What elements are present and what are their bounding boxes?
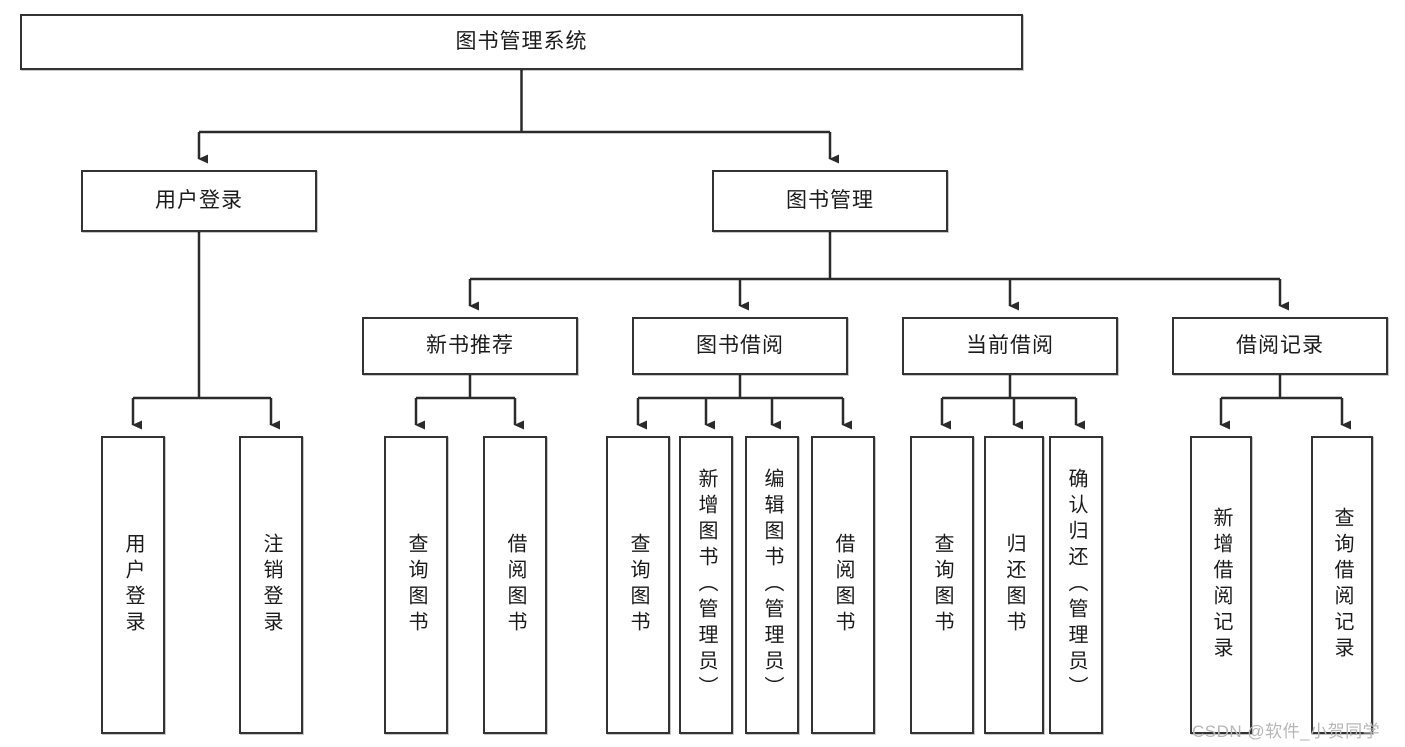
node-leaf-user-login[interactable]: 用户登录 [101, 436, 165, 734]
node-leaf-edit-book-admin-label: 编辑图书（管理员） [761, 468, 783, 702]
node-leaf-query-borrow-record-label: 查询借阅记录 [1331, 507, 1353, 663]
node-user-login-label: 用户登录 [155, 189, 243, 213]
node-leaf-query-book-rec[interactable]: 查询图书 [384, 436, 448, 734]
node-leaf-edit-book-admin[interactable]: 编辑图书（管理员） [745, 436, 799, 734]
node-leaf-borrow-book-label: 借阅图书 [832, 533, 854, 637]
node-leaf-borrow-book[interactable]: 借阅图书 [811, 436, 875, 734]
node-current-borrow-label: 当前借阅 [966, 334, 1054, 358]
node-leaf-logout[interactable]: 注销登录 [239, 436, 303, 734]
node-leaf-confirm-return-admin-label: 确认归还（管理员） [1065, 468, 1087, 702]
node-leaf-query-book-borrow-label: 查询图书 [627, 533, 649, 637]
node-leaf-logout-label: 注销登录 [260, 533, 282, 637]
csdn-watermark: CSDN @软件_小贺同学 [1192, 722, 1381, 741]
node-root-label: 图书管理系统 [455, 30, 588, 54]
node-new-book-recommend-label: 新书推荐 [426, 334, 514, 358]
node-leaf-add-borrow-record[interactable]: 新增借阅记录 [1190, 436, 1252, 734]
node-leaf-return-book-label: 归还图书 [1003, 533, 1025, 637]
node-leaf-add-borrow-record-label: 新增借阅记录 [1210, 507, 1232, 663]
node-leaf-add-book-admin-label: 新增图书（管理员） [695, 468, 717, 702]
node-root[interactable]: 图书管理系统 [20, 14, 1023, 70]
node-borrow-record-label: 借阅记录 [1236, 334, 1324, 358]
node-leaf-query-book-cur-label: 查询图书 [931, 533, 953, 637]
node-leaf-query-borrow-record[interactable]: 查询借阅记录 [1311, 436, 1373, 734]
node-book-manage[interactable]: 图书管理 [712, 170, 948, 232]
node-leaf-borrow-book-rec[interactable]: 借阅图书 [483, 436, 547, 734]
node-leaf-confirm-return-admin[interactable]: 确认归还（管理员） [1049, 436, 1103, 734]
node-leaf-query-book-borrow[interactable]: 查询图书 [606, 436, 670, 734]
node-current-borrow[interactable]: 当前借阅 [902, 317, 1118, 375]
node-book-borrow[interactable]: 图书借阅 [632, 317, 848, 375]
node-leaf-borrow-book-rec-label: 借阅图书 [504, 533, 526, 637]
node-user-login[interactable]: 用户登录 [81, 170, 317, 232]
node-borrow-record[interactable]: 借阅记录 [1172, 317, 1388, 375]
node-leaf-query-book-rec-label: 查询图书 [405, 533, 427, 637]
node-book-manage-label: 图书管理 [786, 189, 874, 213]
node-leaf-return-book[interactable]: 归还图书 [984, 436, 1044, 734]
node-new-book-recommend[interactable]: 新书推荐 [362, 317, 578, 375]
node-leaf-query-book-cur[interactable]: 查询图书 [910, 436, 974, 734]
node-leaf-add-book-admin[interactable]: 新增图书（管理员） [679, 436, 733, 734]
node-book-borrow-label: 图书借阅 [696, 334, 784, 358]
node-leaf-user-login-label: 用户登录 [122, 533, 144, 637]
